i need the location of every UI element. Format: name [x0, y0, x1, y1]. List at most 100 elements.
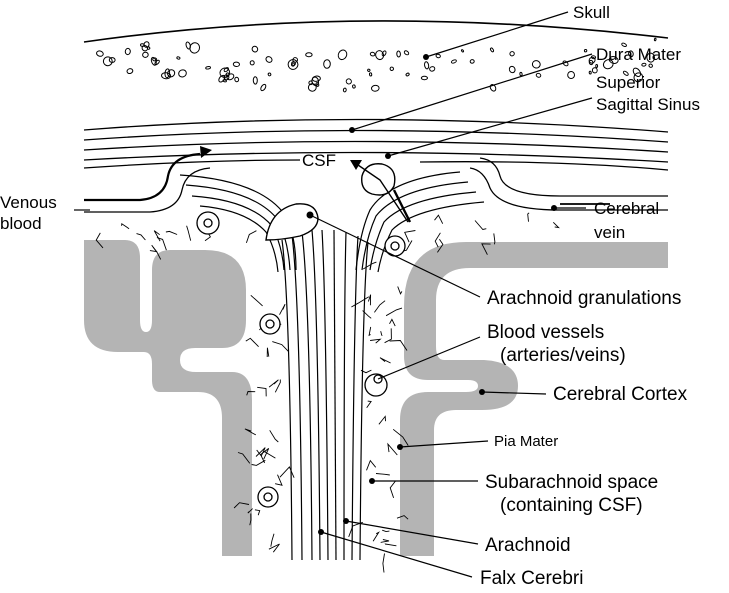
mesh-strand — [275, 474, 283, 486]
bone-speckle — [622, 70, 629, 76]
bone-speckle — [142, 51, 149, 58]
bone-speckle — [450, 59, 457, 64]
bone-speckle — [591, 67, 598, 74]
csf-flow-line — [357, 164, 409, 223]
blood-vessel — [196, 211, 220, 235]
bone-speckle — [531, 60, 541, 69]
bone-speckle — [403, 50, 410, 56]
mesh-strand — [274, 379, 281, 393]
label-dura-mater: Dura Mater — [596, 45, 681, 64]
bone-speckle — [632, 67, 642, 77]
mesh-strand — [257, 386, 267, 397]
mesh-strand — [367, 294, 372, 306]
bone-speckle — [420, 75, 428, 81]
bone-speckle — [489, 47, 495, 53]
bone-speckle — [368, 72, 373, 77]
mesh-strand — [385, 307, 403, 317]
mesh-strand — [366, 400, 372, 408]
bone-speckle — [176, 56, 181, 60]
bone-speckle — [323, 59, 331, 69]
mesh-strand — [362, 261, 377, 270]
bone-speckle — [251, 45, 259, 53]
bone-speckle — [161, 72, 172, 80]
bone-speckle — [178, 69, 187, 78]
mesh-strand — [387, 442, 398, 456]
arachnoid-granulation-left — [265, 203, 319, 241]
mesh-strand — [392, 428, 409, 446]
label-blood-vessels-2: (arteries/veins) — [500, 345, 626, 366]
leader-arachnoid-granulations — [309, 214, 481, 298]
mesh-strand — [372, 531, 380, 542]
bone-speckle — [96, 50, 104, 57]
bone-speckle — [205, 66, 211, 70]
mesh-strand — [493, 233, 496, 245]
venous-blood-arrowhead — [200, 146, 212, 158]
mesh-strand — [396, 515, 409, 520]
mesh-strand — [279, 303, 286, 315]
bone-speckle — [185, 41, 191, 50]
mesh-strand — [366, 459, 377, 471]
mesh-strand — [249, 513, 252, 526]
mesh-strand — [237, 452, 251, 464]
leader-sagittal-sinus — [387, 97, 593, 157]
skull-outline — [83, 20, 669, 43]
bone-speckle — [381, 50, 387, 57]
label-cerebral-cortex: Cerebral Cortex — [553, 384, 688, 405]
cerebral-vein-channel — [469, 157, 668, 211]
mesh-strand — [268, 379, 279, 388]
csf-arrowhead — [350, 160, 362, 170]
mesh-strand — [382, 553, 385, 573]
label-superior-sagittal-sinus: Superior — [596, 73, 661, 92]
mesh-strand — [527, 212, 530, 222]
label-skull: Skull — [573, 3, 610, 22]
bone-speckle — [648, 63, 653, 68]
bone-speckle — [223, 74, 230, 81]
cerebral-cortex-left — [84, 240, 252, 556]
bone-speckle — [509, 51, 515, 57]
label-blood-vessels: Blood vessels — [487, 322, 604, 343]
bone-speckle — [371, 84, 380, 92]
bone-speckle — [628, 50, 634, 58]
mesh-strand — [404, 230, 416, 243]
bone-speckle — [595, 64, 599, 68]
mesh-strand — [156, 237, 167, 251]
mesh-strand — [389, 480, 396, 499]
mesh-strand — [437, 239, 444, 253]
mesh-strand — [382, 529, 390, 533]
mesh-strand — [380, 331, 383, 336]
mesh-strand — [378, 415, 386, 425]
bone-speckle — [588, 59, 594, 66]
leader-skull — [425, 11, 569, 58]
blood-vessel — [364, 373, 388, 397]
label-arachnoid-granulations: Arachnoid granulations — [487, 288, 681, 309]
bone-speckle — [519, 71, 523, 77]
bone-speckle — [218, 74, 226, 83]
bone-speckle — [367, 68, 371, 72]
cerebral-cortex-right — [400, 242, 668, 556]
bone-speckle — [375, 50, 385, 61]
label-subarachnoid-space: Subarachnoid space — [485, 472, 658, 493]
label-subarachnoid-space-2: (containing CSF) — [500, 495, 643, 516]
mesh-strand — [165, 230, 178, 235]
bone-speckle — [126, 68, 134, 75]
bone-speckle — [164, 68, 171, 79]
mesh-strand — [384, 328, 392, 344]
mesh-strand — [552, 221, 560, 229]
mesh-strand — [397, 286, 403, 295]
bone-speckle — [337, 49, 348, 61]
bone-speckle — [291, 61, 296, 66]
bone-speckle — [124, 47, 131, 56]
mesh-strand — [254, 509, 261, 516]
label-falx-cerebri: Falx Cerebri — [480, 568, 583, 589]
bone-speckle — [608, 56, 619, 64]
label-pia-mater: Pia Mater — [494, 433, 558, 450]
mesh-strand — [272, 341, 289, 352]
bone-speckle — [287, 59, 299, 70]
blood-vessel — [259, 313, 281, 335]
bone-speckle — [345, 78, 352, 85]
mesh-strand — [186, 225, 192, 241]
mesh-strand — [380, 539, 390, 543]
blood-vessels — [196, 211, 406, 508]
mesh-strand — [245, 230, 257, 244]
